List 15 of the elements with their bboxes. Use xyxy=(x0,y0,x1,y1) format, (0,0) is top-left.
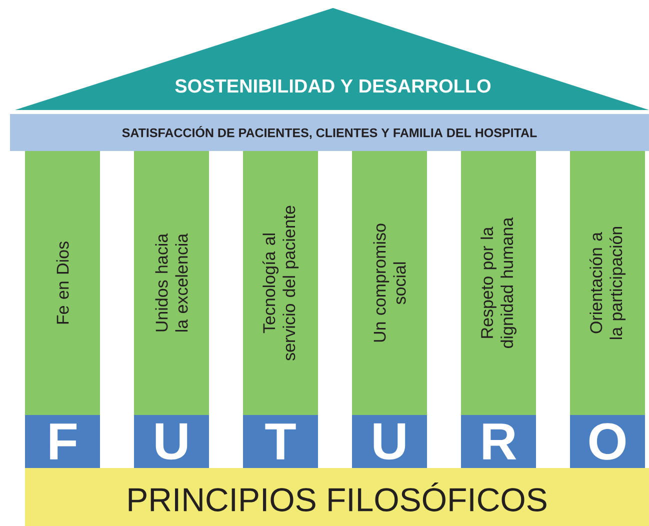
pillar: Orientación a la participación xyxy=(570,151,645,415)
pillar: Un compromiso social xyxy=(352,151,427,415)
pillar: Fe en Dios xyxy=(25,151,100,415)
pillar: Respeto por la dignidad humana xyxy=(461,151,536,415)
letter-block: R xyxy=(461,415,536,468)
letter-block: F xyxy=(25,415,100,468)
pillar: Tecnología al servicio del paciente xyxy=(243,151,318,415)
letter-block: U xyxy=(134,415,209,468)
architrave-band: SATISFACCIÓN DE PACIENTES, CLIENTES Y FAMILIA DEL HOSPITAL xyxy=(10,114,649,151)
letter-block: U xyxy=(352,415,427,468)
pillar: Unidos hacia la excelencia xyxy=(134,151,209,415)
letter-block: O xyxy=(570,415,645,468)
letter-block: T xyxy=(243,415,318,468)
roof-triangle: SOSTENIBILIDAD Y DESARROLLO xyxy=(15,8,649,110)
base-band: PRINCIPIOS FILOSÓFICOS xyxy=(25,468,649,526)
